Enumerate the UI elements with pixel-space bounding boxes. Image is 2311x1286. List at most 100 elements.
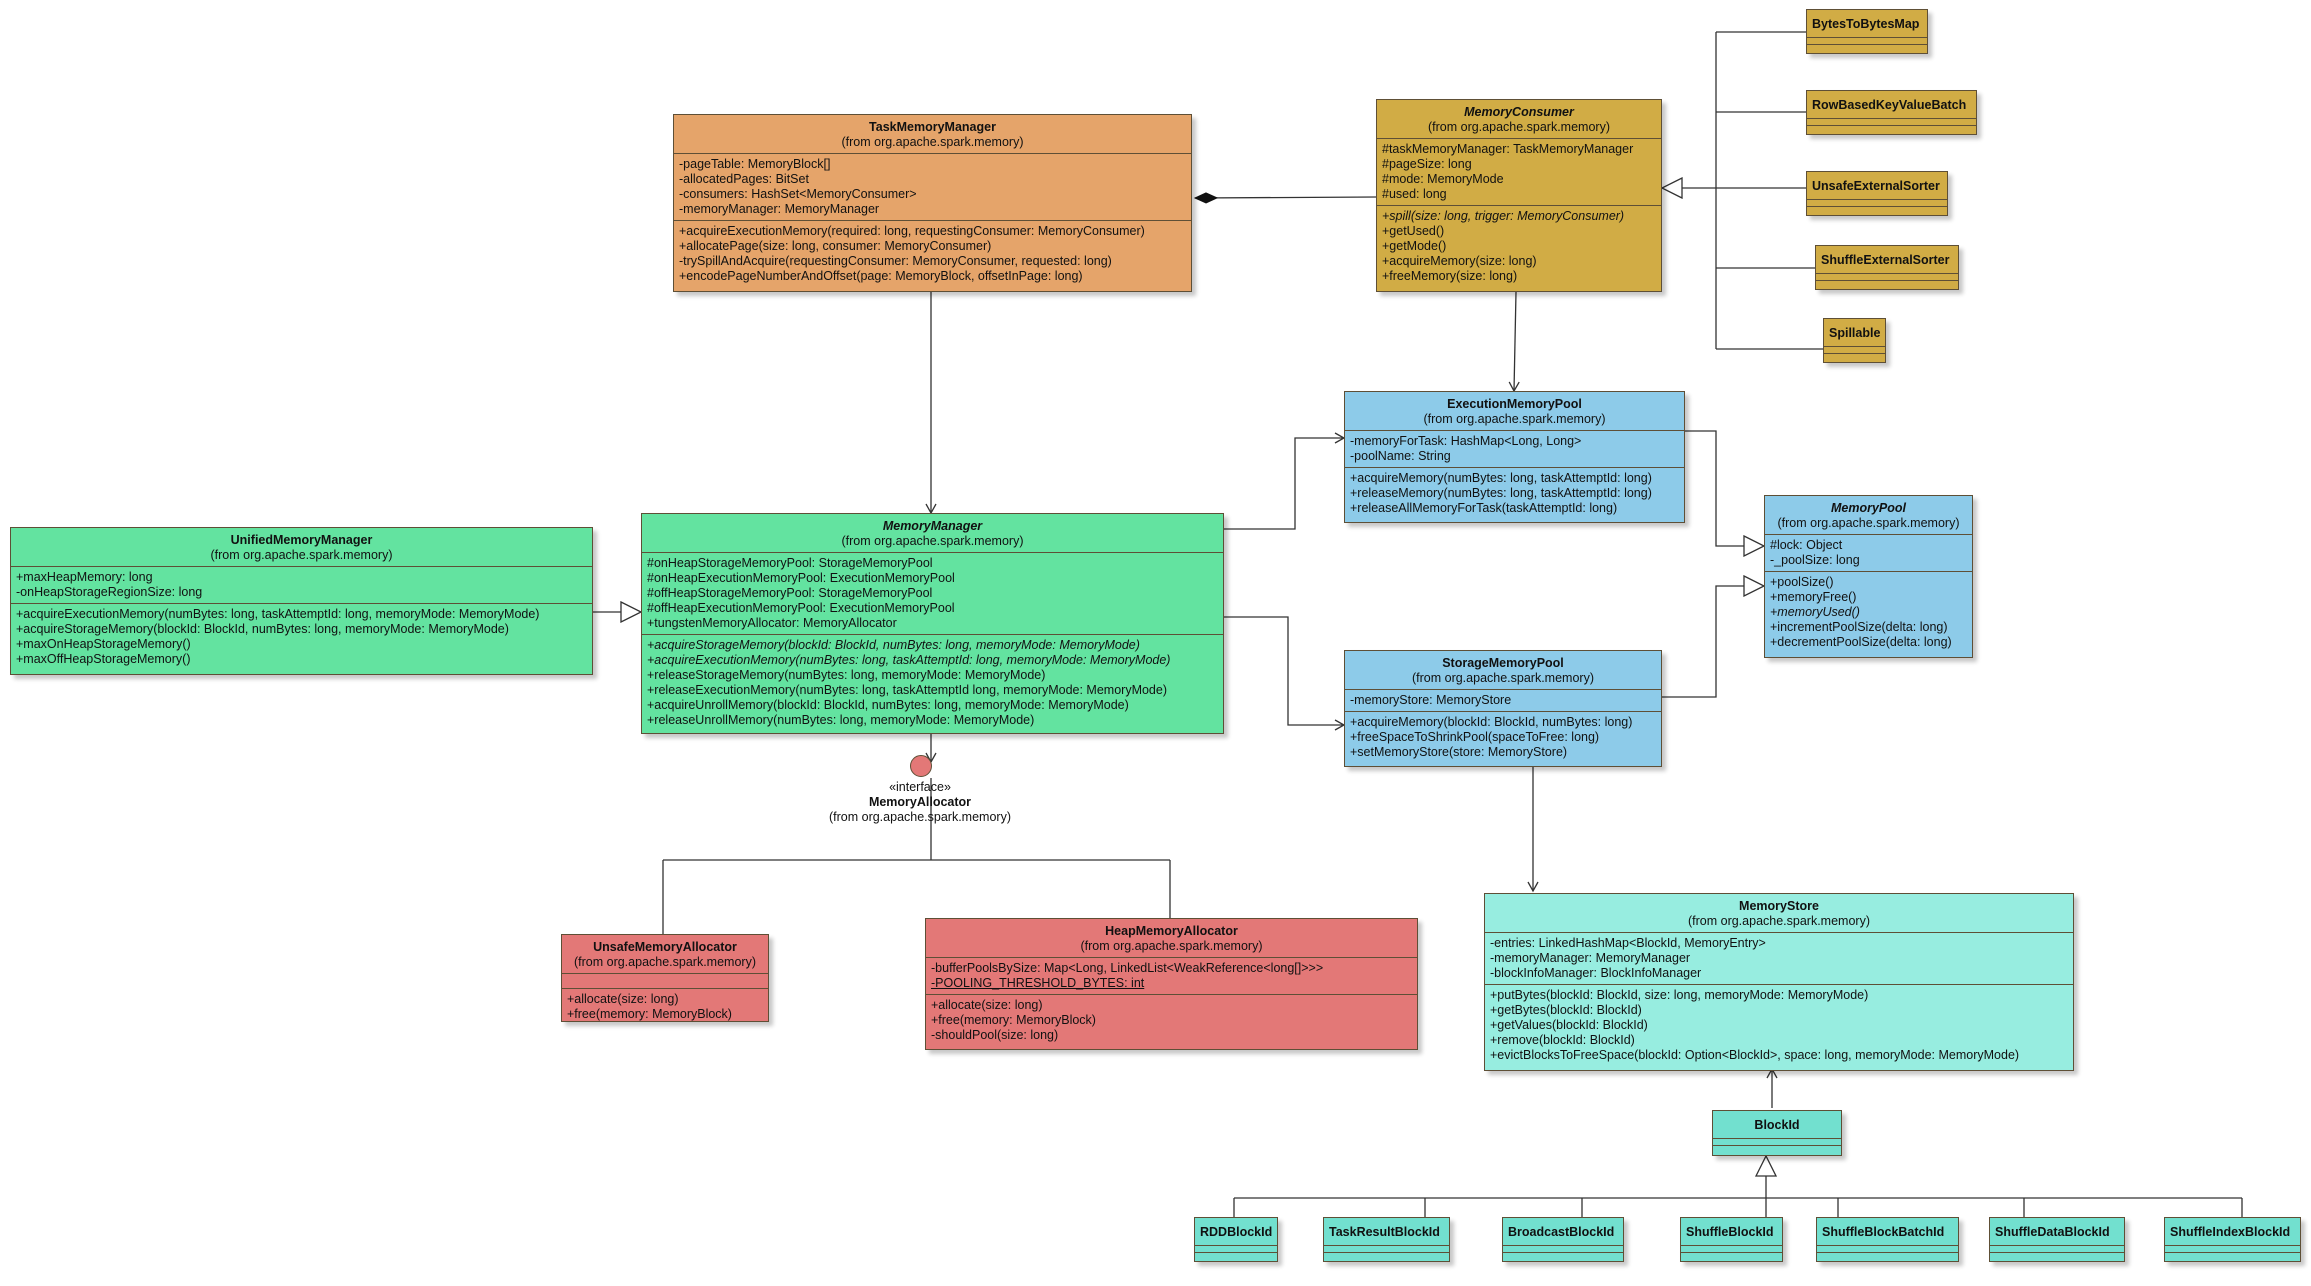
class-row-based-key-value-batch[interactable]: RowBasedKeyValueBatch xyxy=(1806,90,1977,135)
class-name: MemoryPool xyxy=(1830,501,1906,515)
class-package: (from org.apache.spark.memory) xyxy=(1687,914,1870,928)
attributes-section xyxy=(1713,1138,1841,1145)
class-package: (from org.apache.spark.memory) xyxy=(1427,120,1610,134)
attribute: +maxHeapMemory: long xyxy=(16,570,153,584)
class-unsafe-memory-allocator[interactable]: UnsafeMemoryAllocator (from org.apache.s… xyxy=(561,934,769,1022)
class-execution-memory-pool[interactable]: ExecutionMemoryPool (from org.apache.spa… xyxy=(1344,391,1685,523)
class-unified-memory-manager[interactable]: UnifiedMemoryManager (from org.apache.sp… xyxy=(10,527,593,675)
class-unsafe-external-sorter[interactable]: UnsafeExternalSorter xyxy=(1806,171,1948,216)
attributes-section: -memoryForTask: HashMap<Long, Long> -poo… xyxy=(1345,430,1684,467)
operation: +acquireUnrollMemory(blockId: BlockId, n… xyxy=(647,698,1129,712)
class-name: HeapMemoryAllocator xyxy=(1105,924,1238,938)
class-name: ShuffleDataBlockId xyxy=(1995,1225,2110,1239)
operation: +putBytes(blockId: BlockId, size: long, … xyxy=(1490,988,1869,1002)
class-name: UnsafeMemoryAllocator xyxy=(593,940,737,954)
operation: -shouldPool(size: long) xyxy=(931,1028,1059,1042)
attribute: #mode: MemoryMode xyxy=(1382,172,1504,186)
class-task-result-block-id[interactable]: TaskResultBlockId xyxy=(1323,1217,1450,1262)
attribute: -blockInfoManager: BlockInfoManager xyxy=(1490,966,1702,980)
operation: +free(memory: MemoryBlock) xyxy=(567,1007,732,1021)
class-memory-pool[interactable]: MemoryPool (from org.apache.spark.memory… xyxy=(1764,495,1973,658)
attributes-section: #lock: Object -_poolSize: long xyxy=(1765,534,1972,571)
attribute: -memoryForTask: HashMap<Long, Long> xyxy=(1350,434,1582,448)
attribute: #lock: Object xyxy=(1770,538,1843,552)
operation: +acquireMemory(blockId: BlockId, numByte… xyxy=(1350,715,1633,729)
class-memory-manager[interactable]: MemoryManager (from org.apache.spark.mem… xyxy=(641,513,1224,734)
generalization-line xyxy=(1684,430,1764,546)
attribute: #taskMemoryManager: TaskMemoryManager xyxy=(1382,142,1634,156)
operations-section: +acquireStorageMemory(blockId: BlockId, … xyxy=(642,634,1223,731)
class-heap-memory-allocator[interactable]: HeapMemoryAllocator (from org.apache.spa… xyxy=(925,918,1418,1050)
attributes-section xyxy=(1681,1245,1782,1252)
operation: +acquireExecutionMemory(numBytes: long, … xyxy=(647,653,1171,667)
class-shuffle-external-sorter[interactable]: ShuffleExternalSorter xyxy=(1815,245,1959,290)
operations-section: +acquireMemory(blockId: BlockId, numByte… xyxy=(1345,711,1661,763)
operations-section: +acquireExecutionMemory(numBytes: long, … xyxy=(11,603,592,670)
operations-section xyxy=(1990,1252,2124,1259)
operations-section: +spill(size: long, trigger: MemoryConsum… xyxy=(1377,205,1661,287)
operation: +freeMemory(size: long) xyxy=(1382,269,1518,283)
operations-section xyxy=(1807,125,1976,132)
class-package: (from org.apache.spark.memory) xyxy=(1411,671,1594,685)
class-package: (from org.apache.spark.memory) xyxy=(1080,939,1263,953)
operations-section xyxy=(1816,280,1958,287)
attribute: -bufferPoolsBySize: Map<Long, LinkedList… xyxy=(931,961,1324,975)
attributes-section: #taskMemoryManager: TaskMemoryManager #p… xyxy=(1377,138,1661,205)
class-memory-consumer[interactable]: MemoryConsumer (from org.apache.spark.me… xyxy=(1376,99,1662,292)
attributes-section xyxy=(1817,1245,1958,1252)
operation: +acquireStorageMemory(blockId: BlockId, … xyxy=(647,638,1140,652)
class-bytes-to-bytes-map[interactable]: BytesToBytesMap xyxy=(1806,9,1928,54)
operation: +maxOnHeapStorageMemory() xyxy=(16,637,191,651)
attributes-section xyxy=(1990,1245,2124,1252)
class-rdd-block-id[interactable]: RDDBlockId xyxy=(1194,1217,1278,1262)
operation: +decrementPoolSize(delta: long) xyxy=(1770,635,1952,649)
operation: +poolSize() xyxy=(1770,575,1834,589)
operation: +allocatePage(size: long, consumer: Memo… xyxy=(679,239,992,253)
class-shuffle-data-block-id[interactable]: ShuffleDataBlockId xyxy=(1989,1217,2125,1262)
class-name: ShuffleBlockBatchId xyxy=(1822,1225,1945,1239)
composition-line xyxy=(1193,192,1378,204)
class-shuffle-block-batch-id[interactable]: ShuffleBlockBatchId xyxy=(1816,1217,1959,1262)
operations-section: +poolSize() +memoryFree() +memoryUsed() … xyxy=(1765,571,1972,653)
operation: +releaseMemory(numBytes: long, taskAttem… xyxy=(1350,486,1652,500)
class-shuffle-index-block-id[interactable]: ShuffleIndexBlockId xyxy=(2164,1217,2301,1262)
attribute: -memoryStore: MemoryStore xyxy=(1350,693,1512,707)
class-name: RowBasedKeyValueBatch xyxy=(1812,98,1967,112)
attribute: -entries: LinkedHashMap<BlockId, MemoryE… xyxy=(1490,936,1766,950)
operations-section: +acquireMemory(numBytes: long, taskAttem… xyxy=(1345,467,1684,519)
class-task-memory-manager[interactable]: TaskMemoryManager (from org.apache.spark… xyxy=(673,114,1192,292)
class-block-id[interactable]: BlockId xyxy=(1712,1110,1842,1156)
class-name: UnsafeExternalSorter xyxy=(1812,179,1940,193)
class-storage-memory-pool[interactable]: StorageMemoryPool (from org.apache.spark… xyxy=(1344,650,1662,767)
attributes-section xyxy=(1816,273,1958,280)
operation: +getUsed() xyxy=(1382,224,1445,238)
operation: +freeSpaceToShrinkPool(spaceToFree: long… xyxy=(1350,730,1600,744)
class-name: ShuffleIndexBlockId xyxy=(2170,1225,2291,1239)
operation: +remove(blockId: BlockId) xyxy=(1490,1033,1635,1047)
attributes-section xyxy=(1807,37,1927,44)
class-spillable[interactable]: Spillable xyxy=(1823,318,1886,363)
class-package: (from org.apache.spark.memory) xyxy=(1777,516,1960,530)
operation: +releaseExecutionMemory(numBytes: long, … xyxy=(647,683,1168,697)
operation: +getMode() xyxy=(1382,239,1447,253)
attribute: -onHeapStorageRegionSize: long xyxy=(16,585,203,599)
operations-section xyxy=(1807,44,1927,51)
attribute: -pageTable: MemoryBlock[] xyxy=(679,157,831,171)
operations-section: +acquireExecutionMemory(required: long, … xyxy=(674,220,1191,287)
attributes-section xyxy=(1807,118,1976,125)
class-name: BlockId xyxy=(1754,1118,1800,1132)
class-broadcast-block-id[interactable]: BroadcastBlockId xyxy=(1502,1217,1624,1262)
attribute: -memoryManager: MemoryManager xyxy=(1490,951,1691,965)
class-shuffle-block-id[interactable]: ShuffleBlockId xyxy=(1680,1217,1783,1262)
operation: +acquireMemory(size: long) xyxy=(1382,254,1537,268)
class-name: ShuffleExternalSorter xyxy=(1821,253,1950,267)
attribute: #offHeapExecutionMemoryPool: ExecutionMe… xyxy=(647,601,955,615)
operation: +getValues(blockId: BlockId) xyxy=(1490,1018,1648,1032)
operation: +allocate(size: long) xyxy=(931,998,1043,1012)
interface-lollipop-icon[interactable] xyxy=(910,755,932,777)
operation: +acquireMemory(numBytes: long, taskAttem… xyxy=(1350,471,1652,485)
operation: +releaseUnrollMemory(numBytes: long, mem… xyxy=(647,713,1035,727)
class-memory-store[interactable]: MemoryStore (from org.apache.spark.memor… xyxy=(1484,893,2074,1071)
operations-section xyxy=(1807,206,1947,213)
attributes-section xyxy=(1195,1245,1277,1252)
